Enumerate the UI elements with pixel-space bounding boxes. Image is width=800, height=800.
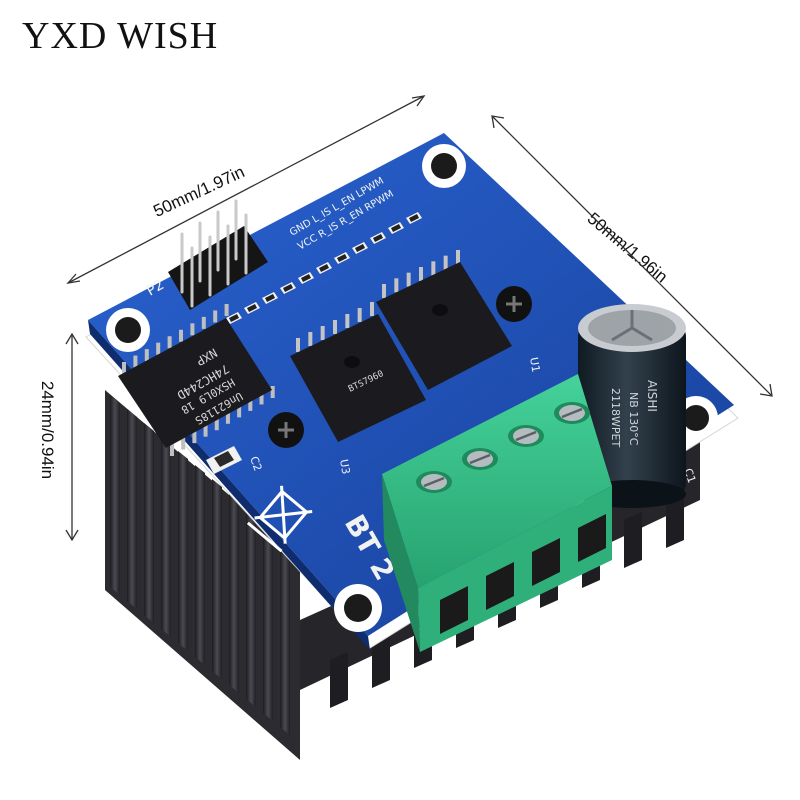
terminal-screw-slot [423, 476, 445, 488]
silk-header-label: P2 [144, 277, 167, 300]
driver-leg [296, 338, 300, 352]
ic-leg [203, 424, 208, 437]
terminal-wire-slot [578, 514, 606, 562]
smd-resistor-body [247, 304, 257, 312]
heatsink-fin [229, 493, 239, 693]
driver-leg [431, 261, 436, 276]
screw-terminal-block [382, 374, 612, 652]
ic-leg [167, 336, 172, 349]
driver-leg [382, 284, 386, 298]
heatsink-fin [624, 512, 642, 568]
capacitor-rating: NB 130°C [627, 392, 640, 446]
driver-leg [443, 255, 448, 270]
smd-resistor-body [319, 264, 329, 272]
ic-leg [156, 342, 161, 355]
heatsink-fin [195, 465, 205, 665]
heatsink-fin [246, 507, 256, 707]
driver-leg [357, 308, 362, 322]
smd-resistor-body [265, 294, 275, 302]
silk-u1: U1 [527, 356, 542, 373]
smd-resistor-body [391, 224, 401, 232]
ic-leg [133, 355, 138, 368]
ic-leg [122, 362, 126, 374]
heatsink-fin [372, 632, 390, 688]
ic-leg [248, 398, 253, 411]
ic-leg [237, 405, 242, 418]
ic-leg [144, 349, 149, 362]
driver-chip-2 [376, 250, 512, 390]
smd-resistor-body [409, 214, 419, 222]
ic-leg [224, 304, 229, 316]
heatsink-fin [178, 451, 188, 651]
smd-resistor-body [283, 284, 293, 292]
heatsink-fin [110, 395, 120, 595]
terminal-screw-slot [515, 430, 537, 442]
ic-leg [270, 386, 275, 398]
ic-leg [213, 310, 218, 323]
driver-leg [320, 326, 325, 340]
terminal-screw-slot [469, 453, 491, 465]
terminal-wire-slot [440, 586, 468, 634]
driver-leg [406, 272, 411, 287]
terminal-wire-slot [532, 538, 560, 586]
smd-capacitor-c2 [206, 446, 242, 474]
driver-leg [370, 302, 374, 316]
driver-leg [456, 250, 460, 264]
ic-leg [179, 329, 183, 342]
heatsink-fin [212, 479, 222, 679]
ic-leg [259, 392, 264, 405]
mounting-holes [106, 144, 718, 632]
terminal-screw-slot [561, 407, 583, 419]
brand-logo: YXD WISH [22, 15, 219, 57]
silk-u3: U3 [337, 458, 352, 475]
ic-leg [201, 316, 206, 329]
smd-resistor-body [373, 234, 383, 242]
driver-leg [419, 267, 423, 281]
heatsink-fin [263, 521, 273, 721]
heatsink-fin [144, 423, 154, 623]
smd-resistor-body [301, 274, 311, 282]
ic-leg [192, 431, 197, 444]
driver-leg [308, 332, 313, 346]
capacitor-brand: AISHI [645, 380, 659, 412]
pin-header [168, 199, 268, 310]
heatsink-fin [127, 409, 137, 609]
dimension-arrows [65, 95, 773, 542]
driver-chip-1: BTS7960 [290, 302, 426, 442]
driver-leg [394, 278, 399, 293]
ic-leg [225, 411, 230, 424]
smd-resistor-body [355, 244, 365, 252]
driver-leg [333, 320, 337, 334]
ic-leg [181, 437, 186, 450]
capacitor-code: 2118WPET [609, 388, 622, 447]
smd-resistors [226, 212, 422, 324]
driver-leg [345, 314, 350, 328]
heatsink-fin [280, 535, 290, 735]
weee-bin-icon [246, 485, 313, 553]
smd-resistor-body [229, 314, 239, 322]
ic-leg [170, 444, 174, 456]
ic-leg [190, 323, 195, 336]
smd-resistor-body [337, 254, 347, 262]
heatsink-screws [268, 286, 532, 448]
terminal-wire-slot [486, 562, 514, 610]
silk-c2: C2 [247, 455, 264, 473]
heatsink-fin [161, 437, 171, 637]
ic-leg [214, 418, 219, 431]
heatsink-fin [666, 492, 684, 548]
heatsink-fin [330, 652, 348, 708]
